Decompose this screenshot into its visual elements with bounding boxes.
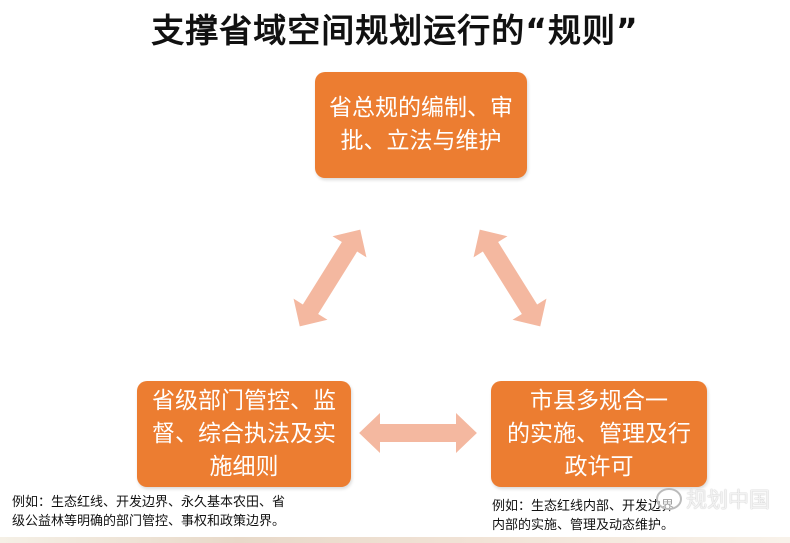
note-line: 级公益林等明确的部门管控、事权和政策边界。 [12, 514, 286, 529]
arrow-top-right [462, 219, 558, 337]
bottom-strip [0, 537, 790, 543]
note-right: 例如：生态红线内部、开发边界 内部的实施、管理及动态维护。 [492, 497, 732, 535]
box-line: 批、立法与维护 [340, 128, 502, 154]
diagram-title: 支撑省域空间规划运行的“规则” [151, 11, 639, 50]
box-provincial-control: 省级部门管控、监 督、综合执法及实 施细则 [137, 381, 351, 487]
box-line: 的实施、管理及行 [507, 420, 691, 447]
wechat-icon [656, 488, 682, 510]
note-line: 例如：生态红线、开发边界、永久基本农田、省 [12, 495, 286, 510]
arrow-top-left [282, 219, 378, 337]
box-line: 省级部门管控、监 [152, 387, 336, 414]
note-line: 内部的实施、管理及动态维护。 [492, 518, 675, 533]
note-line: 例如：生态红线内部、开发边界 [492, 499, 675, 514]
box-province-master-plan: 省总规的编制、审 批、立法与维护 [315, 72, 527, 178]
watermark: 规划中国 [656, 484, 770, 514]
box-line: 施细则 [209, 453, 279, 480]
box-line: 省总规的编制、审 [329, 95, 513, 121]
note-left: 例如：生态红线、开发边界、永久基本农田、省 级公益林等明确的部门管控、事权和政策… [12, 493, 372, 531]
watermark-text: 规划中国 [686, 488, 770, 512]
box-line: 政许可 [564, 453, 634, 480]
box-line: 督、综合执法及实 [152, 420, 336, 447]
arrow-bottom [359, 413, 477, 453]
box-line: 市县多规合一 [530, 387, 668, 414]
box-city-county-plan: 市县多规合一 的实施、管理及行 政许可 [491, 381, 707, 487]
